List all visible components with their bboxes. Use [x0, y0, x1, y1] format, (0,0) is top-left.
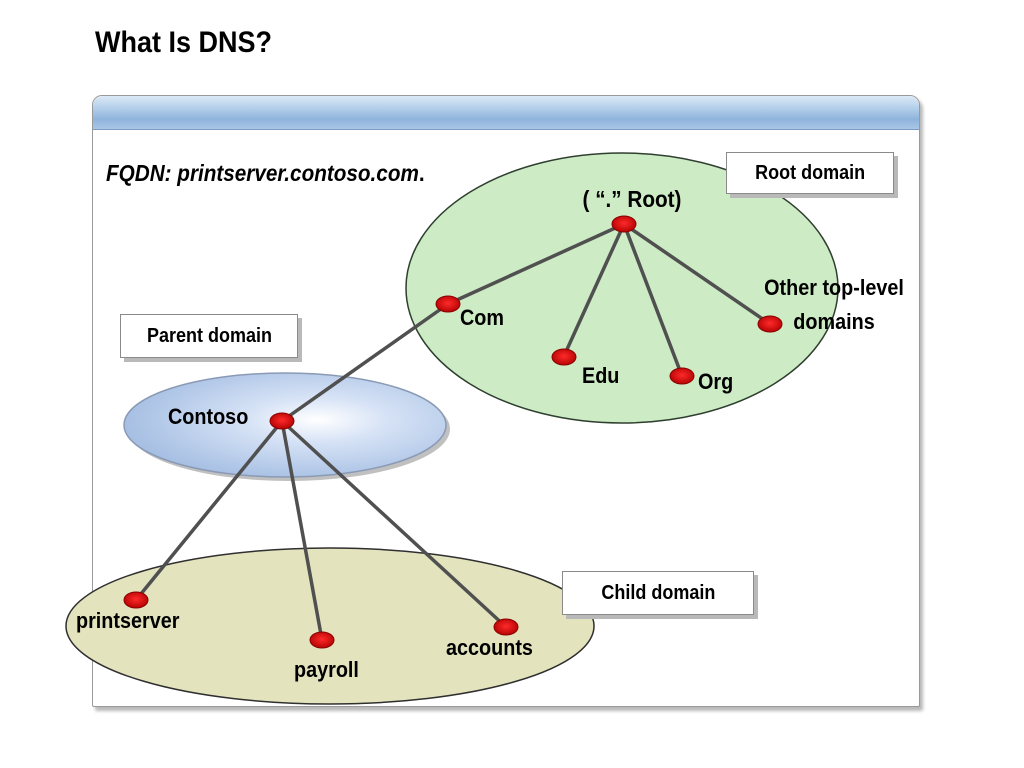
fqdn-label: FQDN: [106, 160, 172, 186]
node-contoso [269, 412, 295, 430]
node-org [669, 367, 695, 385]
root-domain-callout: Root domain [726, 152, 894, 194]
root-domain-zone [405, 152, 839, 424]
contoso-node-label: Contoso [168, 404, 249, 429]
hierarchy-links [134, 222, 772, 642]
link-root-org [622, 222, 684, 378]
link-root-com [446, 222, 626, 306]
fqdn-line: FQDN: printserver.contoso.com. [106, 160, 425, 187]
child-domain-callout-label: Child domain [600, 581, 715, 604]
other-tld-node-label: Other top-level domains [764, 275, 904, 334]
link-com-contoso [280, 302, 450, 423]
node-com [435, 295, 461, 313]
accounts-node-label: accounts [446, 635, 533, 660]
payroll-node-label: payroll [294, 657, 359, 682]
link-contoso-accounts [280, 419, 508, 629]
link-contoso-payroll [280, 419, 324, 642]
root-domain-callout-label: Root domain [755, 161, 865, 184]
slide-title: What Is DNS? [95, 26, 273, 59]
node-edu [551, 348, 577, 366]
link-root-edu [562, 222, 626, 358]
edu-node-label: Edu [582, 363, 620, 388]
link-contoso-printserver [134, 419, 284, 602]
node-printserver [123, 591, 149, 609]
node-payroll [309, 631, 335, 649]
root-node-label: ( “.” Root) [582, 186, 682, 212]
link-root-other [622, 222, 772, 326]
parent-domain-callout: Parent domain [120, 314, 298, 358]
node-other-tld [757, 315, 783, 333]
node-accounts [493, 618, 519, 636]
parent-domain-callout-label: Parent domain [146, 324, 272, 347]
fqdn-value: printserver.contoso.com [177, 160, 419, 186]
printserver-node-label: printserver [76, 608, 180, 633]
org-node-label: Org [698, 369, 734, 394]
com-node-label: Com [460, 305, 505, 330]
panel-header-bar [93, 96, 919, 130]
node-root [611, 215, 637, 233]
fqdn-suffix: . [418, 160, 425, 186]
child-domain-callout: Child domain [562, 571, 754, 615]
